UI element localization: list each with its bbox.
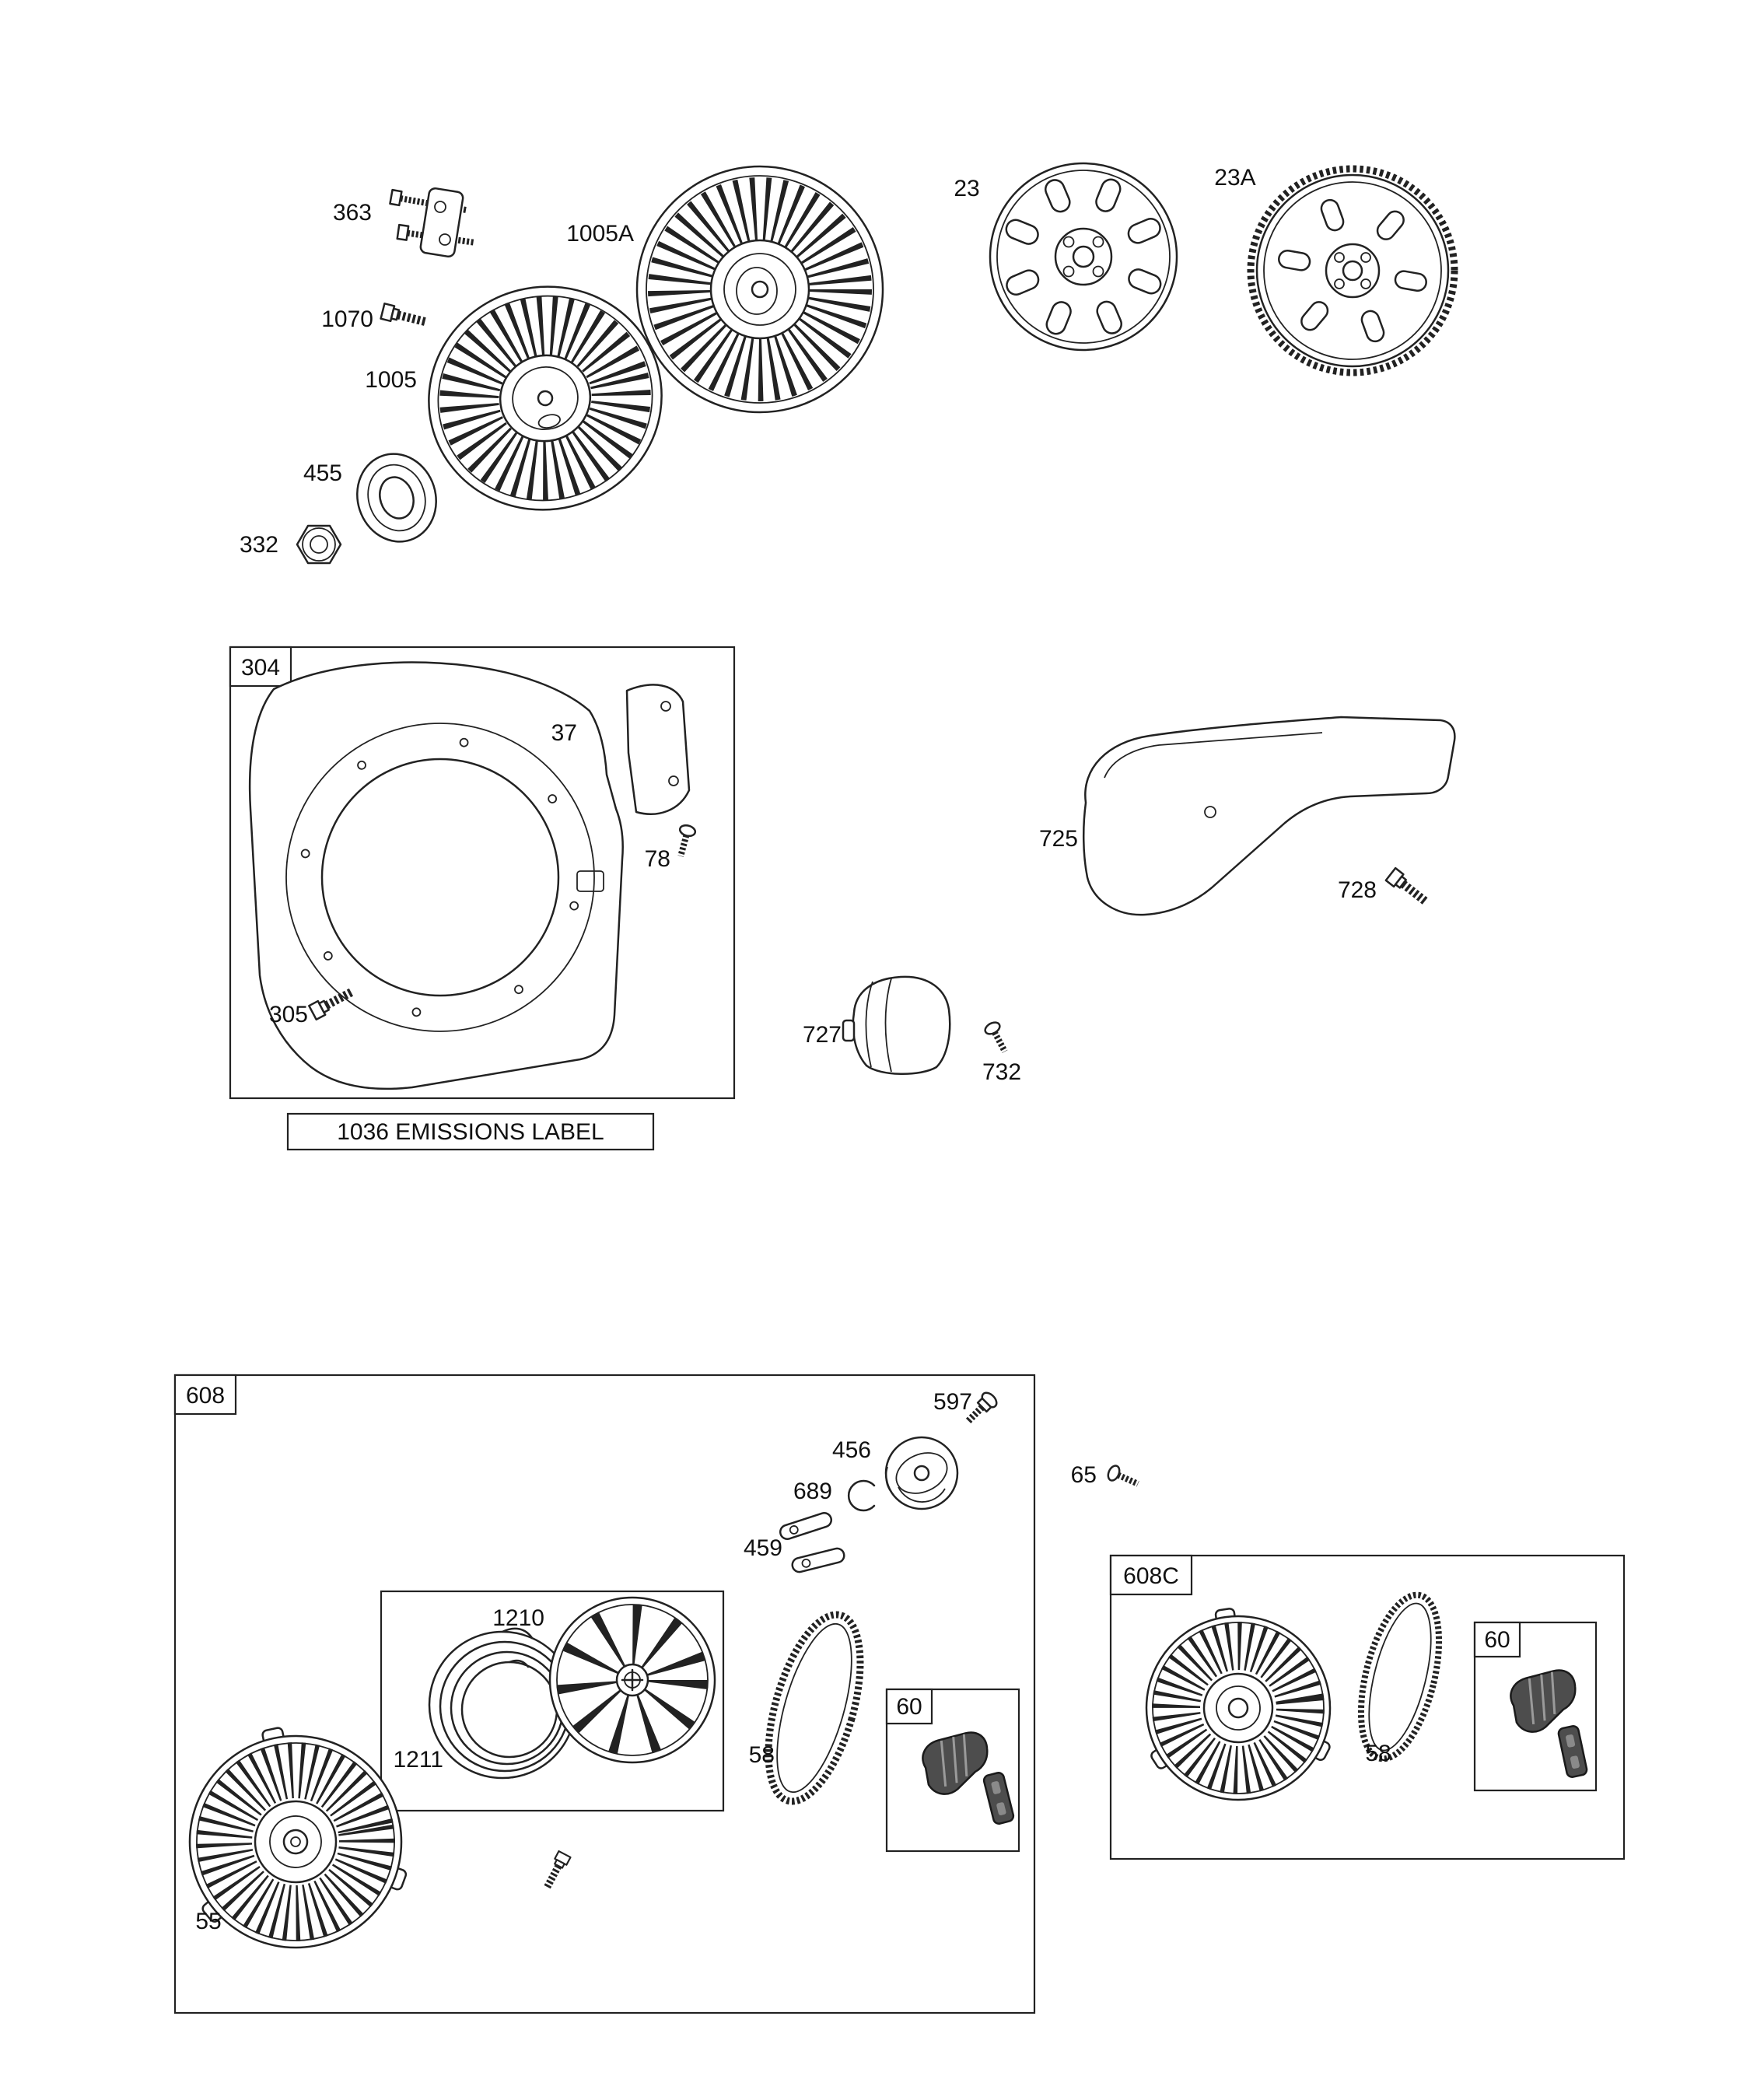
label-332: 332 <box>240 532 278 558</box>
label-58: 58 <box>749 1742 775 1768</box>
box-60-alt-label-frame <box>1473 1621 1521 1658</box>
emissions-label-frame <box>286 1112 655 1151</box>
label-60: 60 <box>896 1694 922 1720</box>
box-608C-label-frame <box>1109 1554 1193 1596</box>
box-304-label-frame <box>229 646 292 688</box>
emissions-label-callout: 1036 EMISSIONS LABEL <box>286 1112 655 1151</box>
group-blower-housing-304: 304 <box>229 646 736 1100</box>
part-597-screw <box>964 1391 998 1425</box>
label-456: 456 <box>832 1437 871 1463</box>
label-304: 304 <box>241 655 280 681</box>
part-304-blower-housing <box>248 661 624 1090</box>
label-1211: 1211 <box>393 1747 443 1773</box>
label-728: 728 <box>1338 877 1377 903</box>
part-732-screw <box>983 1020 1012 1055</box>
label-459: 459 <box>744 1535 782 1561</box>
label-1210: 1210 <box>492 1605 544 1631</box>
emissions-label-text: 1036 EMISSIONS LABEL <box>337 1119 604 1145</box>
part-332-flywheel-nut <box>296 524 342 565</box>
label-1005: 1005 <box>365 367 417 393</box>
label-727: 727 <box>803 1022 842 1048</box>
label-725: 725 <box>1039 826 1078 852</box>
label-65: 65 <box>1071 1462 1097 1488</box>
part-58-starter-spring <box>765 1611 864 1805</box>
part-1070-bolt <box>381 303 427 329</box>
label-23A: 23A <box>1214 165 1255 191</box>
label-58-alt: 58 <box>1365 1741 1391 1766</box>
part-23-flywheel <box>989 162 1178 352</box>
label-78: 78 <box>645 846 670 872</box>
label-305: 305 <box>269 1002 308 1027</box>
part-37-screen-bracket <box>625 684 691 815</box>
part-55-starter-housing <box>188 1727 408 1949</box>
group-rewind-starter-608C: 608C 60 <box>1109 1554 1626 1860</box>
part-65-screw <box>1106 1464 1141 1491</box>
part-456-starter-clutch <box>884 1436 959 1510</box>
part-459-starter-pawl <box>791 1547 845 1573</box>
part-689-retainer-ring <box>847 1479 876 1512</box>
part-459-starter-pawl <box>779 1512 833 1540</box>
flywheel-slots <box>1005 178 1162 335</box>
group-starter-handle-60: 60 <box>885 1688 1020 1853</box>
part-23A-flywheel-ring-gear <box>1247 165 1458 376</box>
label-732: 732 <box>982 1059 1021 1085</box>
part-1005A-flywheel-fan <box>635 165 884 414</box>
box-60-label-frame <box>885 1688 933 1725</box>
housing-bolt-holes <box>300 737 579 1017</box>
part-1210-pulley <box>548 1596 716 1764</box>
box-608-label-frame <box>173 1374 237 1416</box>
part-455-starter-cup <box>356 453 437 543</box>
label-597: 597 <box>933 1389 972 1415</box>
label-363: 363 <box>333 200 372 226</box>
label-55: 55 <box>195 1909 221 1934</box>
label-60-alt: 60 <box>1484 1627 1510 1653</box>
label-23: 23 <box>954 176 979 201</box>
part-728-bolt <box>1386 868 1430 907</box>
part-363-clamp-screws <box>390 187 476 258</box>
part-725-heat-shield <box>1082 716 1456 916</box>
label-1070: 1070 <box>321 306 373 332</box>
label-455: 455 <box>303 460 342 486</box>
label-1005A: 1005A <box>566 221 634 247</box>
label-608C: 608C <box>1123 1563 1179 1589</box>
part-608C-starter-housing <box>1145 1608 1332 1801</box>
flywheel-slots <box>1278 198 1427 343</box>
label-608: 608 <box>186 1383 225 1409</box>
part-1005-flywheel-fan <box>428 285 663 511</box>
part-number-labels: 363 1005A 23 23A 1070 1005 455 332 37 78… <box>195 165 1391 1934</box>
part-727-air-guide <box>842 975 951 1075</box>
group-rewind-starter-608: 608 <box>173 1374 1036 2014</box>
label-689: 689 <box>793 1479 832 1504</box>
label-37: 37 <box>551 720 577 746</box>
group-starter-handle-60-alt: 60 <box>1473 1621 1598 1792</box>
